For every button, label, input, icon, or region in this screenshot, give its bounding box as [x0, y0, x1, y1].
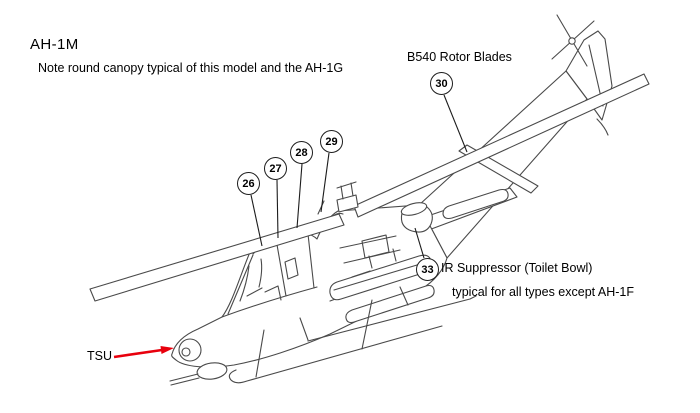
ir-suppressor-exhaust [400, 202, 433, 233]
tail-rotor [551, 14, 595, 67]
leader-line-29 [320, 152, 330, 213]
callout-29: 29 [320, 130, 343, 153]
far-weapon-pod [442, 188, 509, 220]
callout-33: 33 [416, 258, 439, 281]
callout-26: 26 [237, 172, 260, 195]
callout-27-number: 27 [269, 162, 282, 175]
rocket-pod [345, 284, 435, 324]
antenna [317, 200, 325, 215]
line-art-group [89, 14, 650, 386]
leader-line-30 [443, 94, 468, 153]
far-stub-wing [415, 187, 518, 232]
tsu-label: TSU [87, 349, 112, 363]
tsu-sensor [178, 338, 202, 362]
leader-line-28 [296, 163, 303, 229]
tsu-arrow-head [160, 346, 174, 354]
wing-stores [329, 248, 435, 324]
canopy [221, 200, 325, 318]
access-panel [361, 234, 390, 259]
leader-line-33 [414, 227, 425, 259]
pilot-seat [284, 257, 299, 280]
callout-26-number: 26 [242, 177, 255, 190]
tsu-arrow [113, 346, 174, 359]
callout-33-number: 33 [421, 263, 434, 276]
diagram-title: AH-1M [30, 36, 79, 53]
ir-suppressor-note: typical for all types except AH-1F [452, 285, 635, 299]
landing-skids [228, 286, 477, 384]
leader-line-26 [250, 194, 263, 247]
tail-skid [596, 118, 609, 136]
callout-30: 30 [430, 72, 453, 95]
rotor-hub [336, 181, 359, 213]
rotor-blades-label: B540 Rotor Blades [407, 50, 512, 64]
leader-lines [250, 94, 468, 259]
callout-27: 27 [264, 157, 287, 180]
leader-line-27 [276, 179, 279, 239]
ir-suppressor-label: IR Suppressor (Toilet Bowl) [441, 261, 593, 275]
chin-turret [169, 362, 228, 386]
callout-29-number: 29 [325, 135, 338, 148]
callout-28-number: 28 [295, 146, 308, 159]
gun-barrel [169, 373, 199, 382]
callout-28: 28 [290, 141, 313, 164]
main-rotor-blades [89, 73, 650, 302]
note-text: Note round canopy typical of this model … [38, 61, 344, 75]
callout-30-number: 30 [435, 77, 448, 90]
